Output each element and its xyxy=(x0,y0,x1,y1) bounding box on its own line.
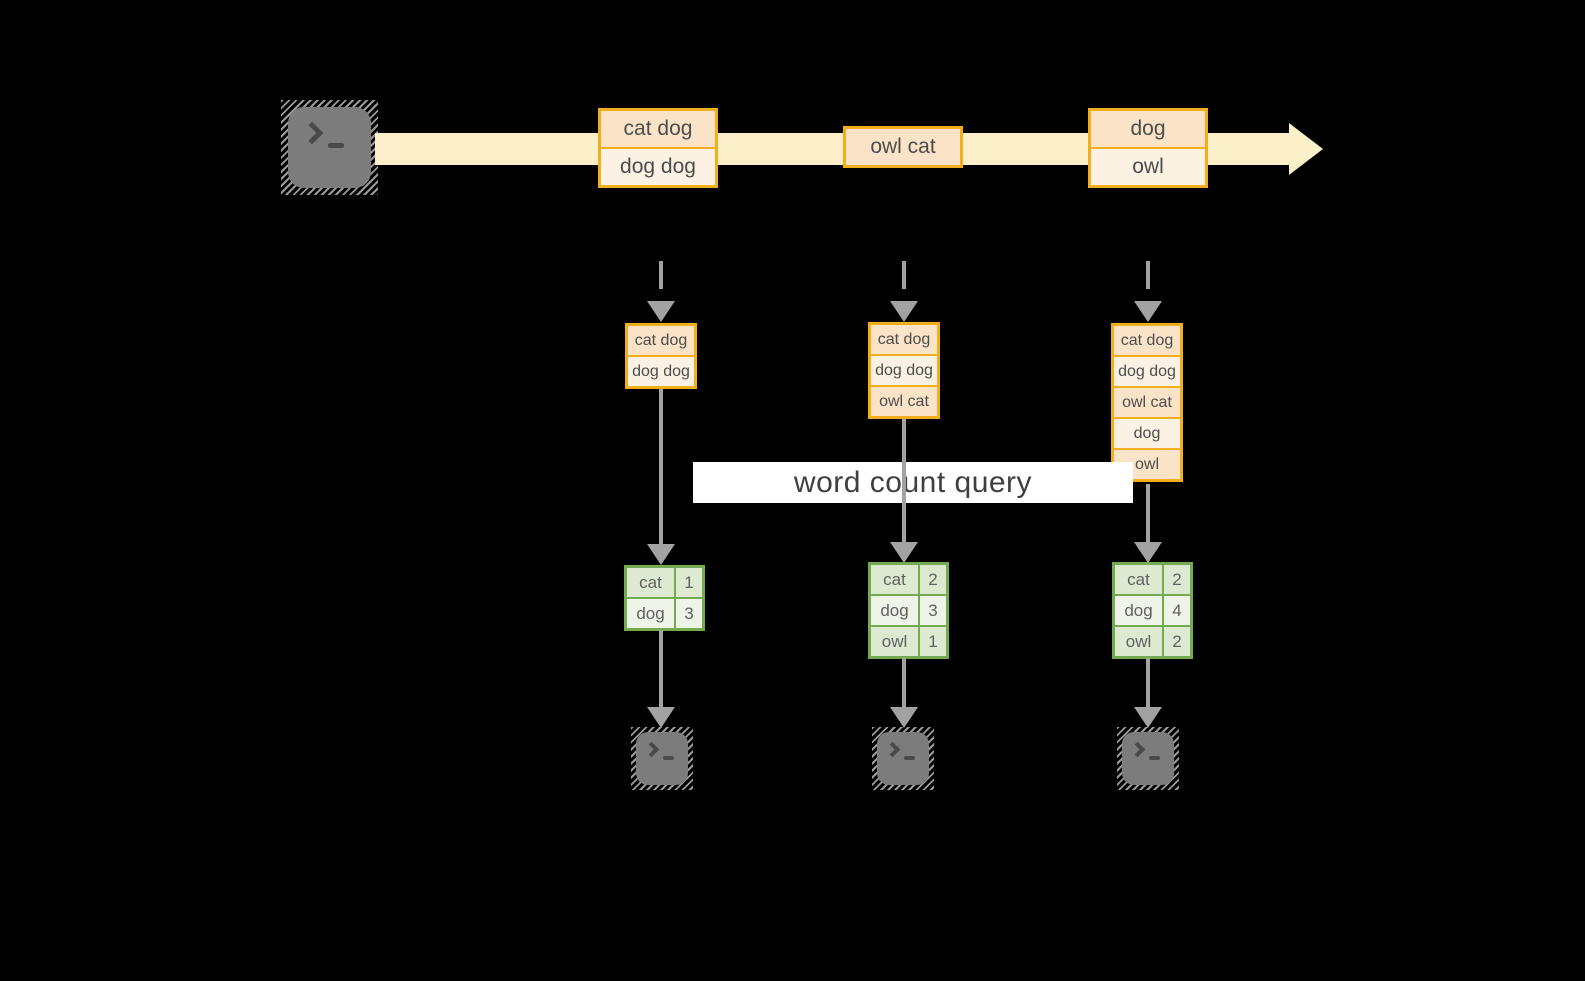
buffer-line: cat dog xyxy=(628,326,694,355)
prompt-cursor-icon xyxy=(1149,756,1160,760)
count-word: dog xyxy=(871,596,918,625)
input-buffer-1: cat dog dog dog xyxy=(625,323,697,389)
count-value: 1 xyxy=(920,627,946,656)
terminal-output-icon xyxy=(631,727,693,790)
dashed-arrow-down-icon xyxy=(1133,261,1163,322)
query-label: word count query xyxy=(793,465,1033,499)
count-word: cat xyxy=(627,568,674,597)
count-table-2: cat 2 dog 3 owl 1 xyxy=(868,562,949,659)
count-word: dog xyxy=(1115,596,1162,625)
terminal-screen xyxy=(877,732,929,785)
buffer-line: cat dog xyxy=(1114,326,1180,355)
event-line: owl cat xyxy=(846,129,960,165)
buffer-line: dog dog xyxy=(871,356,937,385)
terminal-output-icon xyxy=(1117,727,1179,790)
event-line: dog xyxy=(1091,111,1205,147)
prompt-chevron-icon xyxy=(884,741,901,758)
buffer-line: dog dog xyxy=(628,357,694,386)
count-word: cat xyxy=(1115,565,1162,594)
dashed-arrow-down-icon xyxy=(889,261,919,322)
stream-event-batch-2: owl cat xyxy=(843,126,963,168)
arrow-down-icon xyxy=(889,419,919,563)
prompt-chevron-icon xyxy=(300,121,324,145)
arrow-down-icon xyxy=(646,630,676,728)
count-word: cat xyxy=(871,565,918,594)
prompt-cursor-icon xyxy=(328,143,344,148)
terminal-output-icon xyxy=(872,727,934,790)
dashed-arrow-down-icon xyxy=(646,261,676,322)
arrow-down-icon xyxy=(646,389,676,565)
stream-arrowhead-icon xyxy=(1289,123,1323,175)
count-table-3: cat 2 dog 4 owl 2 xyxy=(1112,562,1193,659)
count-value: 2 xyxy=(1164,565,1190,594)
count-value: 2 xyxy=(920,565,946,594)
count-word: dog xyxy=(627,599,674,628)
count-value: 4 xyxy=(1164,596,1190,625)
prompt-cursor-icon xyxy=(904,756,915,760)
arrow-down-icon xyxy=(1133,658,1163,728)
query-label-box: word count query xyxy=(693,462,1133,503)
input-buffer-2: cat dog dog dog owl cat xyxy=(868,322,940,419)
buffer-line: dog xyxy=(1114,419,1180,448)
stream-event-batch-1: cat dog dog dog xyxy=(598,108,718,188)
buffer-line: owl cat xyxy=(871,387,937,416)
terminal-screen xyxy=(636,732,688,785)
prompt-chevron-icon xyxy=(1129,741,1146,758)
buffer-line: dog dog xyxy=(1114,357,1180,386)
terminal-screen xyxy=(288,107,371,188)
prompt-cursor-icon xyxy=(663,756,674,760)
terminal-screen xyxy=(1122,732,1174,785)
count-table-1: cat 1 dog 3 xyxy=(624,565,705,631)
prompt-chevron-icon xyxy=(643,741,660,758)
buffer-line: cat dog xyxy=(871,325,937,354)
count-word: owl xyxy=(1115,627,1162,656)
event-line: dog dog xyxy=(601,149,715,185)
count-word: owl xyxy=(871,627,918,656)
arrow-down-icon xyxy=(1133,484,1163,563)
count-value: 3 xyxy=(920,596,946,625)
input-buffer-3: cat dog dog dog owl cat dog owl xyxy=(1111,323,1183,482)
count-value: 2 xyxy=(1164,627,1190,656)
arrow-down-icon xyxy=(889,658,919,728)
event-line: cat dog xyxy=(601,111,715,147)
stream-event-batch-3: dog owl xyxy=(1088,108,1208,188)
count-value: 1 xyxy=(676,568,702,597)
count-value: 3 xyxy=(676,599,702,628)
buffer-line: owl cat xyxy=(1114,388,1180,417)
event-line: owl xyxy=(1091,149,1205,185)
terminal-source-icon xyxy=(281,100,378,195)
